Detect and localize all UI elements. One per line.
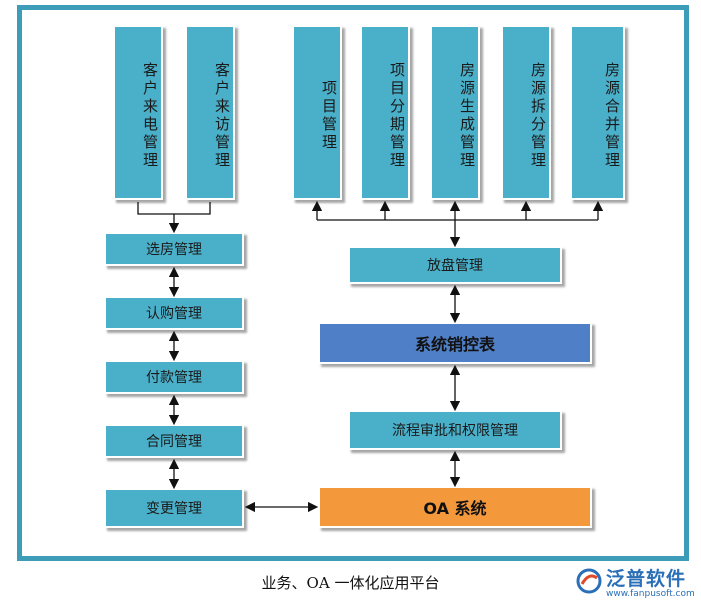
logo-name: 泛普软件 (606, 568, 687, 590)
sales-control-box: 系统销控表 (318, 322, 592, 364)
change-box: 变更管理 (104, 488, 244, 528)
customer-visit-box: 客户来访管理 (185, 25, 235, 200)
oa-system-box: OA 系统 (318, 486, 592, 528)
subscription-box: 认购管理 (104, 296, 244, 330)
workflow-box: 流程审批和权限管理 (348, 410, 562, 450)
logo-url: www.fanpusoft.com (606, 589, 695, 599)
housing-split-box: 房源拆分管理 (501, 25, 551, 200)
logo-mark-icon (576, 568, 602, 594)
brand-logo: 泛普软件 www.fanpusoft.com (574, 564, 698, 606)
payment-box: 付款管理 (104, 360, 244, 394)
release-box: 放盘管理 (348, 246, 562, 284)
housing-generate-box: 房源生成管理 (430, 25, 480, 200)
project-phase-box: 项目分期管理 (360, 25, 410, 200)
contract-box: 合同管理 (104, 424, 244, 458)
diagram-caption: 业务、OA 一体化应用平台 (261, 574, 440, 592)
project-management-box: 项目管理 (292, 25, 342, 200)
customer-call-box: 客户来电管理 (113, 25, 163, 200)
housing-merge-box: 房源合并管理 (570, 25, 625, 200)
select-house-box: 选房管理 (104, 232, 244, 266)
